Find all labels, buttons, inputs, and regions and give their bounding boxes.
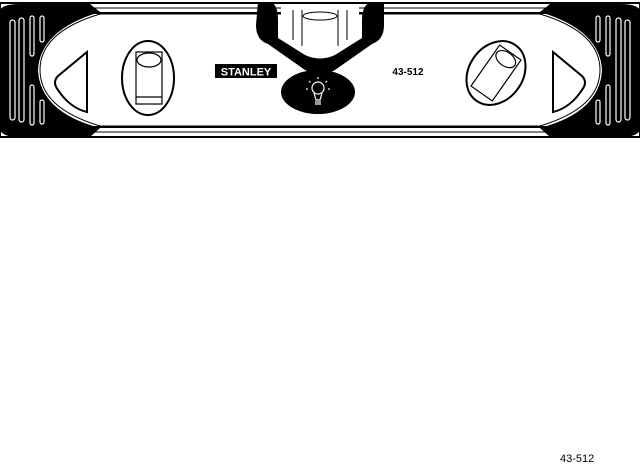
left-triangle-grip [54, 49, 88, 114]
torpedo-level-drawing: STANLEY 43-512 [0, 2, 640, 138]
top-vial [292, 10, 348, 46]
left-grip-ribs [9, 15, 45, 126]
right-level-vial [465, 40, 527, 106]
model-number-caption: 43-512 [560, 453, 595, 465]
left-level-vial [121, 40, 175, 116]
right-triangle-grip [552, 49, 586, 114]
model-label: 43-512 [392, 67, 424, 78]
top-vial-notch [256, 2, 384, 74]
right-grip-ribs [595, 15, 631, 126]
right-end-cap [540, 4, 640, 137]
brand-label: STANLEY [221, 67, 272, 79]
light-button [281, 70, 355, 114]
light-bulb-icon [306, 77, 330, 105]
left-end-cap [0, 4, 100, 137]
brand-badge [215, 64, 277, 78]
